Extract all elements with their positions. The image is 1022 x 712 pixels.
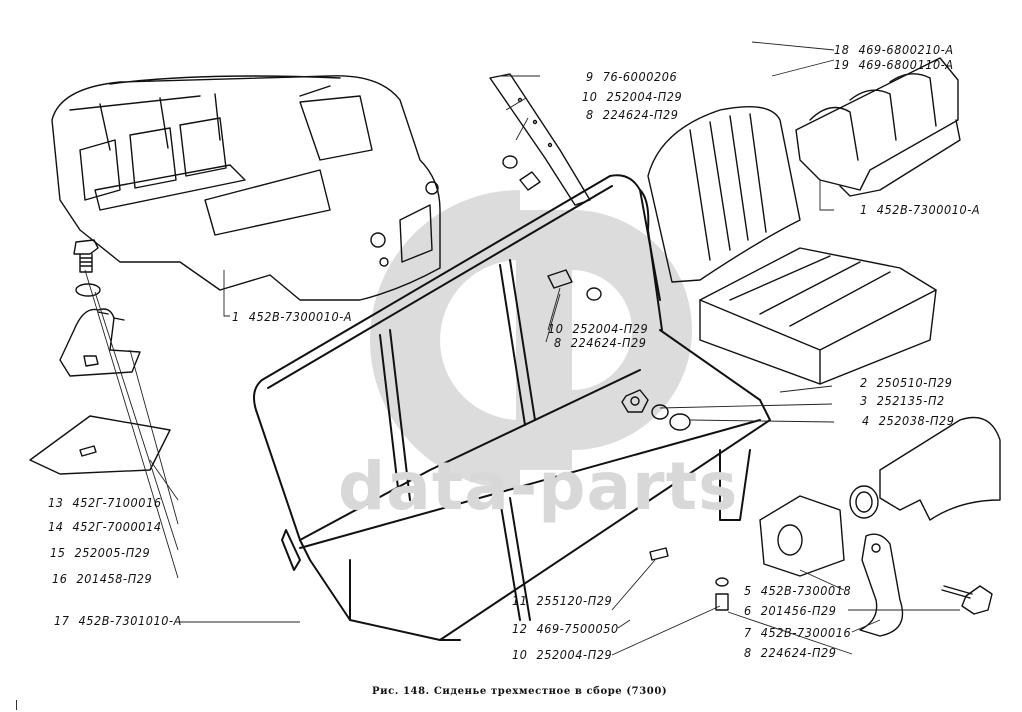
callout-2: 2 250510-П29 — [860, 376, 953, 390]
part-number: 250510-П29 — [876, 375, 953, 390]
callout-number: 13 — [48, 495, 64, 510]
three-seat-bench-assembly-1 — [795, 57, 961, 197]
callout-8-mid: 8 224624-П29 — [554, 336, 647, 350]
washer-4 — [669, 413, 691, 431]
callout-19: 19 469-6800110-A — [834, 58, 954, 72]
watermark-logo — [370, 190, 692, 490]
strap-9 — [489, 73, 591, 206]
callout-10-mid: 10 252004-П29 — [548, 322, 648, 336]
callout-14: 14 452Г-7000014 — [48, 520, 162, 534]
callout-1-vehicle: 1 452В-7300010-А — [232, 310, 352, 324]
leader-lines — [84, 41, 960, 656]
callout-8-bottom: 8 224624-П29 — [744, 646, 837, 660]
callout-number: 7 — [744, 625, 752, 640]
part-number: 201458-П29 — [76, 571, 153, 586]
callout-number: 10 — [512, 647, 528, 662]
callout-number: 6 — [744, 603, 752, 618]
part-number: 452В-7300018 — [760, 583, 852, 598]
part-number: 452Г-7000014 — [72, 519, 162, 534]
washer-10b — [586, 287, 602, 301]
washer-15 — [75, 283, 101, 297]
callout-4: 4 252038-П29 — [862, 414, 955, 428]
rubber-bushing-5 — [759, 495, 845, 577]
nut-2 — [621, 389, 649, 413]
callout-number: 10 — [548, 321, 564, 336]
part-number: 252004-П29 — [606, 89, 683, 104]
part-number: 452В-7301010-А — [78, 613, 182, 628]
seat-back-cushion-18 — [647, 105, 801, 283]
watermark-text: data-parts — [338, 448, 739, 525]
part-number: 469-7500050 — [536, 621, 619, 636]
part-number: 452Г-7100016 — [72, 495, 162, 510]
part-number: 252038-П29 — [878, 413, 955, 428]
callout-number: 11 — [512, 593, 528, 608]
part-number: 469-6800210-A — [858, 42, 954, 57]
clamp-7 — [859, 533, 904, 637]
part-number: 252004-П29 — [572, 321, 649, 336]
callout-1-bench: 1 452В-7300010-А — [860, 203, 980, 217]
callout-number: 1 — [232, 309, 240, 324]
callout-number: 12 — [512, 621, 528, 636]
callout-number: 8 — [744, 645, 752, 660]
bolt-11 — [649, 547, 669, 561]
figure-caption: Рис. 148. Сиденье трехместное в сборе (7… — [372, 686, 668, 697]
callout-number: 8 — [554, 335, 562, 350]
callout-10-bottom: 10 252004-П29 — [512, 648, 612, 662]
callout-number: 2 — [860, 375, 868, 390]
page-edge-mark — [16, 700, 17, 710]
callout-number: 14 — [48, 519, 64, 534]
callout-3: 3 252135-П2 — [860, 394, 945, 408]
callout-number: 5 — [744, 583, 752, 598]
callout-number: 4 — [862, 413, 870, 428]
vehicle-body-cutaway — [51, 75, 441, 301]
callout-9: 9 76-6000206 — [586, 70, 677, 84]
callout-5: 5 452В-7300018 — [744, 584, 851, 598]
callout-number: 8 — [586, 107, 594, 122]
callout-number: 16 — [52, 571, 68, 586]
part-number: 452В-7300010-А — [248, 309, 353, 324]
lock-washer-3 — [651, 404, 669, 420]
callout-number: 3 — [860, 393, 868, 408]
seat-cushion-19 — [699, 247, 937, 385]
callout-7: 7 452В-7300016 — [744, 626, 851, 640]
callout-number: 10 — [582, 89, 598, 104]
part-number: 255120-П29 — [536, 593, 613, 608]
callout-15: 15 252005-П29 — [50, 546, 150, 560]
screw-8b — [547, 269, 573, 289]
bolt-6 — [941, 585, 993, 615]
part-number: 224624-П29 — [570, 335, 647, 350]
bolt-16 — [73, 239, 99, 273]
callout-17: 17 452В-7301010-А — [54, 614, 182, 628]
floor-plate-13 — [29, 415, 171, 475]
part-number: 224624-П29 — [760, 645, 837, 660]
callout-number: 9 — [586, 69, 594, 84]
screw-8c — [715, 577, 729, 611]
callout-number: 17 — [54, 613, 70, 628]
callout-11: 11 255120-П29 — [512, 594, 612, 608]
part-number: 469-6800110-A — [858, 57, 954, 72]
part-number: 452В-7300010-А — [876, 202, 981, 217]
part-number: 252135-П2 — [876, 393, 945, 408]
callout-8-top: 8 224624-П29 — [586, 108, 679, 122]
callout-number: 15 — [50, 545, 66, 560]
part-number: 452В-7300016 — [760, 625, 852, 640]
callout-12: 12 469-7500050 — [512, 622, 619, 636]
hinge-pin-tube — [849, 416, 1001, 521]
callout-16: 16 201458-П29 — [52, 572, 152, 586]
seat-frame-17 — [253, 174, 771, 641]
callout-6: 6 201456-П29 — [744, 604, 837, 618]
callout-number: 18 — [834, 42, 850, 57]
part-number: 201456-П29 — [760, 603, 837, 618]
screw-8a — [519, 171, 541, 191]
callout-18: 18 469-6800210-A — [834, 43, 954, 57]
washer-10a — [502, 155, 518, 169]
callout-number: 1 — [860, 202, 868, 217]
part-number: 252004-П29 — [536, 647, 613, 662]
callout-13: 13 452Г-7100016 — [48, 496, 162, 510]
callout-10-top: 10 252004-П29 — [582, 90, 682, 104]
part-number: 224624-П29 — [602, 107, 679, 122]
part-number: 76-6000206 — [602, 69, 678, 84]
part-number: 252005-П29 — [74, 545, 151, 560]
callout-number: 19 — [834, 57, 850, 72]
